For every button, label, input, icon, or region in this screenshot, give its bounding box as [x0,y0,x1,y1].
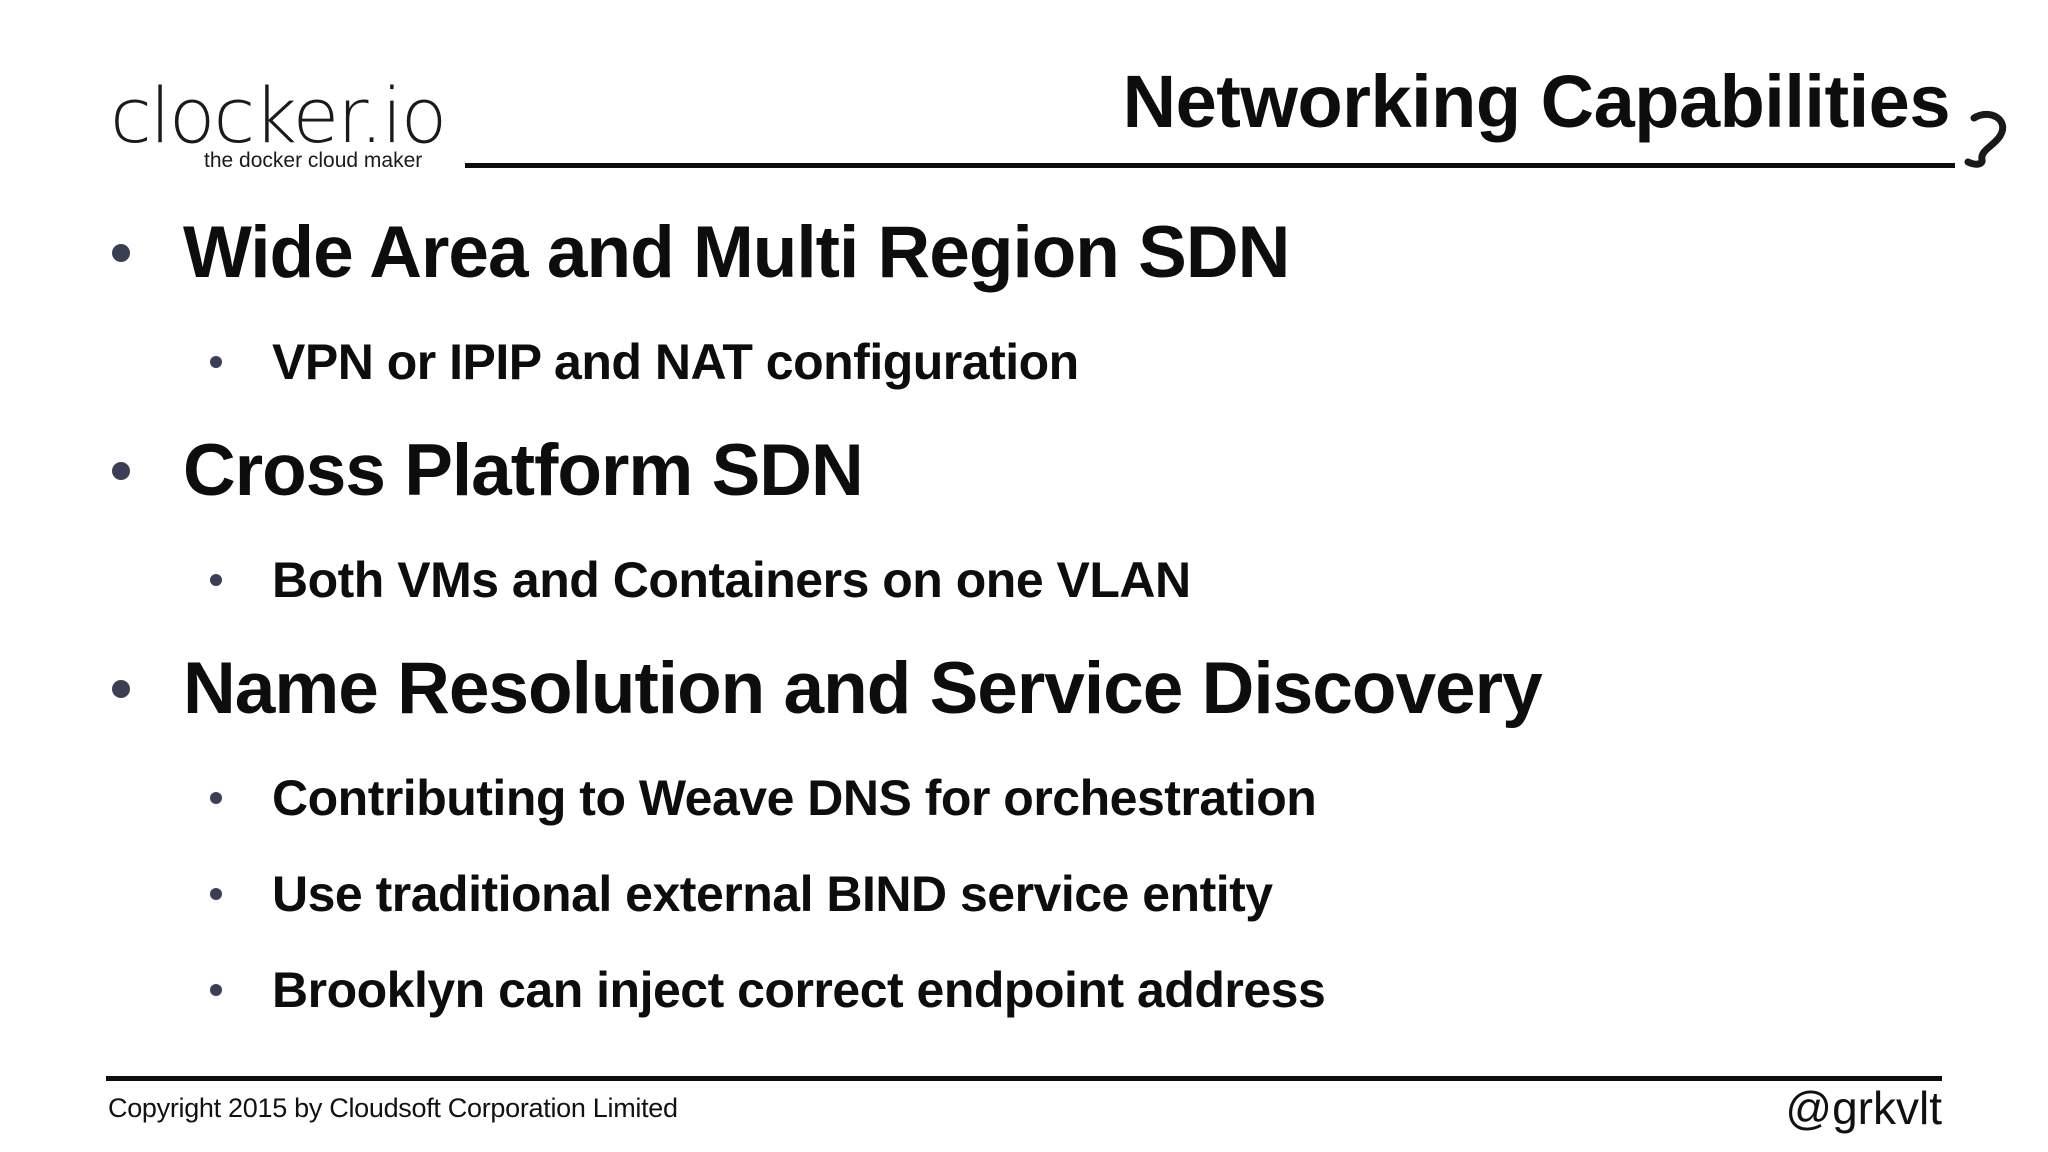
bullet-item: Cross Platform SDN [112,426,864,516]
bullet-item: Use traditional external BIND service en… [210,862,1273,926]
footer-divider [106,1076,1942,1081]
bullet-item: Brooklyn can inject correct endpoint add… [210,958,1326,1022]
bullet-text: Name Resolution and Service Discovery [183,648,1543,729]
bullet-text: Wide Area and Multi Region SDN [183,212,1290,293]
bullet-text: VPN or IPIP and NAT configuration [272,334,1079,390]
logo-tagline: the docker cloud maker [204,149,423,172]
bullet-text: Contributing to Weave DNS for orchestrat… [272,770,1317,826]
logo-wordmark: clocker.io [110,71,447,160]
bullet-dot [210,984,222,996]
copyright-text: Copyright 2015 by Cloudsoft Corporation … [108,1093,678,1123]
bullet-dot [210,888,222,900]
author-handle: @grkvlt [1785,1082,1942,1134]
bullet-item: Wide Area and Multi Region SDN [112,208,1290,298]
bullet-text: Cross Platform SDN [183,430,864,511]
bullet-dot [112,680,130,698]
bullet-item: Contributing to Weave DNS for orchestrat… [210,766,1317,830]
bullet-item: Name Resolution and Service Discovery [112,644,1543,734]
bullet-text: Use traditional external BIND service en… [272,866,1273,922]
title-divider [465,163,1955,168]
bullet-dot [112,244,130,262]
bullet-item: Both VMs and Containers on one VLAN [210,548,1191,612]
bullet-text: Both VMs and Containers on one VLAN [272,552,1191,608]
bullet-dot [210,356,222,368]
slide-title: Networking Capabilities [1122,60,1951,143]
bullet-dot [210,792,222,804]
clocker-logo: clocker.io the docker cloud maker [110,70,450,180]
bullet-dot [112,462,130,480]
bullet-dot [210,574,222,586]
bullet-item: VPN or IPIP and NAT configuration [210,330,1079,394]
curl-icon [1964,110,2006,168]
bullet-text: Brooklyn can inject correct endpoint add… [272,962,1326,1018]
